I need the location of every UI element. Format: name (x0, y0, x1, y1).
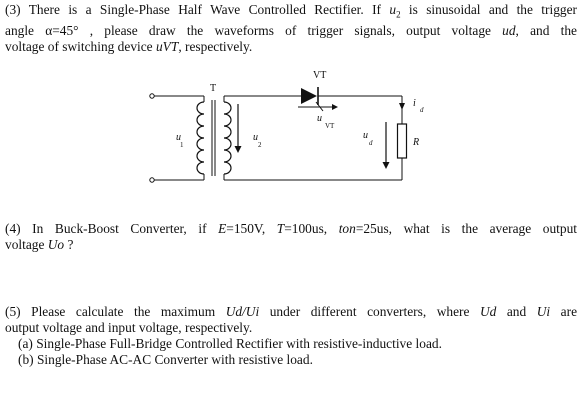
label-u2: u (253, 132, 258, 143)
label-u2-sub: 2 (258, 141, 262, 149)
q5-item-b: (b) Single-Phase AC-AC Converter with re… (18, 352, 313, 367)
question-3: (3) There is a Single-Phase Half Wave Co… (5, 2, 577, 54)
label-vt-top: VT (313, 70, 326, 81)
label-r: R (412, 137, 419, 148)
label-t: T (210, 83, 216, 94)
q5-line-2: output voltage and input voltage, respec… (5, 319, 253, 335)
q5-item-a: (a) Single-Phase Full-Bridge Controlled … (18, 336, 442, 351)
q3-line-1: (3) There is a Single-Phase Half Wave Co… (5, 2, 577, 20)
q4-line-2: voltage Uo ? (5, 236, 74, 252)
label-i-sub-d: d (420, 106, 424, 114)
q4-line-1: (4) In Buck-Boost Converter, if E=150V, … (5, 221, 577, 236)
resistor-symbol (396, 123, 408, 159)
question-5: (5) Please calculate the maximum Ud/Ui u… (5, 304, 577, 335)
secondary-winding (223, 101, 232, 175)
label-u1: u (176, 132, 181, 143)
primary-terminal-top (149, 93, 155, 99)
label-u1-sub: 1 (180, 141, 184, 149)
label-u-vt: u (317, 113, 322, 124)
q5-line-1: (5) Please calculate the maximum Ud/Ui u… (5, 304, 578, 319)
primary-winding (196, 101, 205, 175)
id-arrow (399, 103, 405, 110)
question-4: (4) In Buck-Boost Converter, if E=150V, … (5, 221, 577, 252)
label-vt-small: VT (325, 122, 335, 130)
q3-line-3: voltage of switching device uVT, respect… (5, 38, 253, 54)
primary-terminal-bottom (149, 177, 155, 183)
label-i: i (413, 98, 416, 109)
label-ud-sub: d (369, 139, 373, 147)
label-ud: u (363, 130, 368, 141)
thyristor-symbol (301, 88, 317, 104)
q3-line-2: angle α=45° , please draw the waveforms … (5, 23, 577, 39)
